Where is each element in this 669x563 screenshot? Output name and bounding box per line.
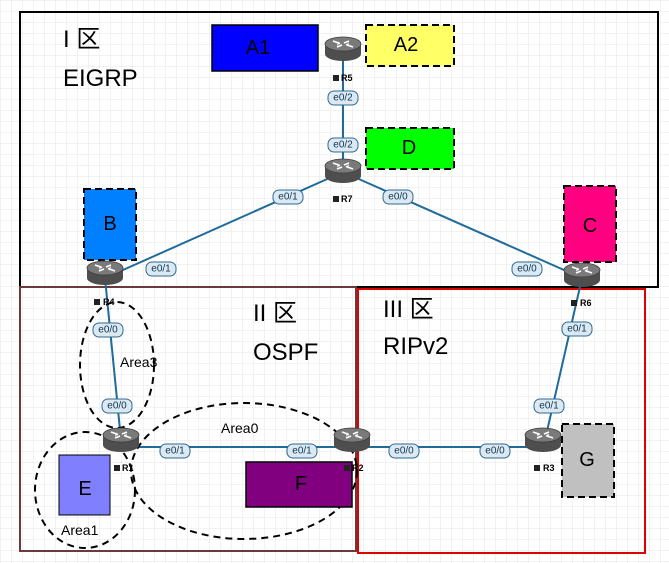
router-r6-icon: [563, 262, 601, 288]
if-r2-left: e0/1: [286, 443, 318, 459]
if-r1-up-text: e0/0: [107, 401, 127, 412]
if-r2-right-text: e0/0: [394, 446, 414, 457]
if-r7-right-text: e0/0: [388, 192, 408, 203]
router-r1[interactable]: R1: [102, 427, 140, 473]
router-r5-icon: [324, 36, 362, 62]
interface-labels: e0/2 e0/2 e0/1 e0/0 e0/1 e0/0 e0/0 e0/0: [92, 90, 593, 459]
box-a1-label: A1: [246, 37, 270, 59]
if-r7-left: e0/1: [272, 189, 304, 205]
box-e: E: [58, 454, 111, 516]
if-r4-down-text: e0/0: [98, 325, 118, 336]
zone2-title: II 区: [253, 300, 297, 327]
router-r1-label: R1: [122, 463, 134, 473]
zone1-protocol: EIGRP: [63, 65, 138, 92]
if-r5-down-text: e0/2: [333, 93, 353, 104]
zone2-border: [19, 286, 357, 552]
if-r6-left-text: e0/0: [517, 264, 537, 275]
box-f: F: [245, 461, 353, 508]
router-r4-label: R4: [103, 297, 115, 307]
box-e-label: E: [78, 478, 91, 500]
zone3-protocol: RIPv2: [383, 333, 448, 360]
box-a2: A2: [365, 24, 455, 67]
area3-label: Area3: [120, 354, 158, 370]
router-r1-icon: [102, 427, 140, 453]
if-r7-up: e0/2: [327, 137, 359, 153]
router-r2-label: R2: [352, 463, 364, 473]
box-d: D: [365, 127, 455, 170]
router-r6-label: R6: [580, 298, 592, 308]
box-a1: A1: [211, 24, 319, 72]
zone2-protocol: OSPF: [253, 339, 318, 366]
if-r6-down-text: e0/1: [567, 324, 587, 335]
router-r2[interactable]: R2: [333, 427, 371, 473]
if-r1-up: e0/0: [101, 398, 133, 414]
router-r2-icon: [333, 427, 371, 453]
link-r7-r6: [342, 171, 583, 279]
zone1-title: I 区: [63, 26, 100, 53]
link-r7-r4: [104, 171, 344, 279]
if-r4-down: e0/0: [92, 322, 124, 338]
zone3-border: [357, 288, 646, 554]
router-r4[interactable]: R4: [86, 260, 124, 307]
if-r3-left: e0/0: [479, 443, 511, 459]
box-b: B: [83, 188, 137, 261]
area1-label: Area1: [61, 522, 99, 538]
if-r6-left: e0/0: [511, 261, 543, 277]
router-r7[interactable]: R7: [324, 158, 362, 204]
if-r1-right-text: e0/1: [165, 446, 185, 457]
if-r3-left-text: e0/0: [485, 446, 505, 457]
if-r5-down: e0/2: [327, 90, 359, 106]
router-r5[interactable]: R5: [324, 36, 362, 83]
if-r4-right: e0/1: [145, 261, 177, 277]
router-r7-label: R7: [341, 194, 353, 204]
area0-label: Area0: [221, 420, 259, 436]
router-r6[interactable]: R6: [563, 262, 601, 308]
box-c: C: [563, 185, 617, 263]
if-r7-right: e0/0: [382, 189, 414, 205]
if-r3-up: e0/1: [533, 398, 565, 414]
box-f-label: F: [295, 473, 307, 495]
if-r1-right: e0/1: [159, 443, 191, 459]
box-a2-label: A2: [394, 34, 418, 56]
area3-ellipse: [79, 301, 155, 429]
if-r2-right: e0/0: [388, 443, 420, 459]
box-d-label: D: [402, 137, 416, 159]
area0-ellipse: [130, 402, 358, 540]
if-r4-right-text: e0/1: [151, 264, 171, 275]
zone3-title: III 区: [383, 296, 434, 323]
if-r3-up-text: e0/1: [539, 401, 559, 412]
if-r7-up-text: e0/2: [333, 140, 353, 151]
if-r6-down: e0/1: [561, 321, 593, 337]
if-r7-left-text: e0/1: [278, 192, 298, 203]
box-g-label: G: [579, 449, 595, 471]
box-g: G: [561, 423, 615, 498]
box-b-label: B: [103, 213, 116, 235]
router-r7-icon: [324, 158, 362, 184]
router-r3[interactable]: R3: [524, 427, 562, 473]
router-r4-icon: [86, 260, 124, 286]
router-r5-label: R5: [341, 73, 353, 83]
box-c-label: C: [583, 215, 597, 237]
router-r3-icon: [524, 427, 562, 453]
if-r2-left-text: e0/1: [292, 446, 312, 457]
router-r3-label: R3: [543, 463, 555, 473]
